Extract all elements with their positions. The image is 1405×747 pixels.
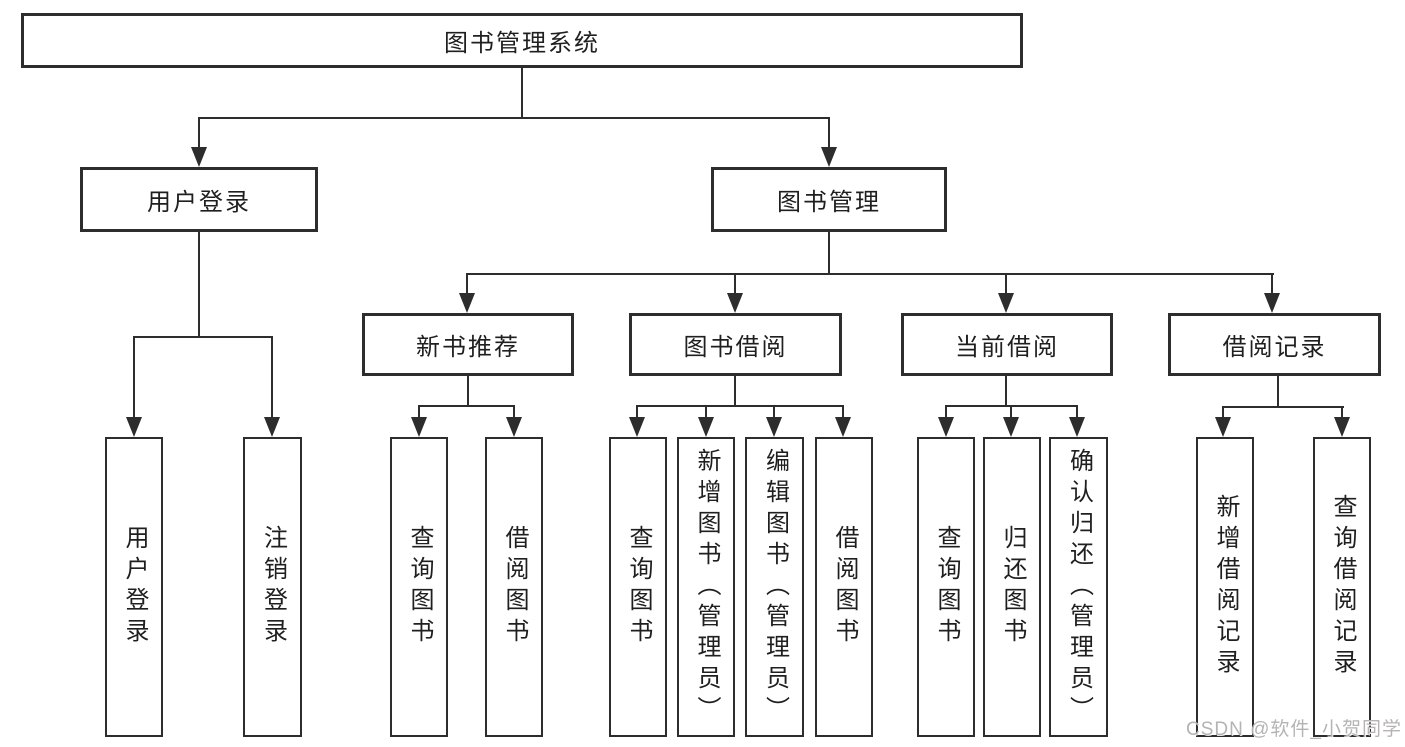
node-current-borrowing: 当前借阅 (901, 313, 1113, 376)
node-new-book-recommendation: 新书推荐 (362, 313, 574, 376)
connector-leaf (945, 405, 947, 427)
connector-leaf (636, 405, 638, 427)
connector-current-borrowing-stub (1005, 376, 1007, 405)
connector-to-current-borrowing (1005, 273, 1007, 303)
leaf-logout: 注销登录 (243, 437, 302, 737)
leaf-query-books-recommend: 查询图书 (390, 437, 448, 737)
arrow-down (411, 417, 427, 437)
connector-to-book-management (828, 117, 830, 157)
connector-to-leaf-user-login (133, 336, 135, 426)
connector-leaf (1341, 406, 1343, 427)
leaf-query-borrow-record: 查询借阅记录 (1313, 437, 1371, 737)
connector-user-login-stub (198, 232, 200, 336)
connector-leaf (773, 405, 775, 427)
node-user-login: 用户登录 (80, 167, 318, 232)
arrow-down (1264, 293, 1280, 313)
connector-leaf (1010, 405, 1012, 427)
connector-user-login-split (133, 336, 273, 338)
leaf-borrow-books-recommend: 借阅图书 (485, 437, 543, 737)
leaf-query-books-borrowing: 查询图书 (609, 437, 667, 737)
connector-borrow-records-stub (1277, 376, 1279, 406)
arrow-down (938, 417, 954, 437)
connector-leaf (1076, 405, 1078, 427)
arrow-down (835, 417, 851, 437)
arrow-down (1003, 417, 1019, 437)
arrow-down (1069, 417, 1085, 437)
connector-to-leaf-logout (271, 336, 273, 426)
connector-leaf (842, 405, 844, 427)
connector-book-borrowing-split (636, 405, 844, 407)
connector-level3-split (466, 273, 1274, 275)
leaf-add-books-admin: 新增图书（管理员） (677, 437, 735, 737)
leaf-confirm-return-admin: 确认归还（管理员） (1049, 437, 1108, 737)
leaf-add-borrow-record: 新增借阅记录 (1196, 437, 1254, 737)
connector-leaf (705, 405, 707, 427)
arrow-down (698, 417, 714, 437)
leaf-edit-books-admin: 编辑图书（管理员） (745, 437, 804, 737)
connector-borrow-records-split (1222, 406, 1344, 408)
connector-leaf (1222, 406, 1224, 427)
arrow-down (1334, 417, 1350, 437)
connector-new-books-stub (467, 376, 469, 405)
arrow-down (766, 417, 782, 437)
node-book-borrowing: 图书借阅 (629, 313, 842, 376)
connector-book-borrowing-stub (734, 376, 736, 405)
node-book-management: 图书管理 (711, 167, 947, 232)
arrow-down (126, 417, 142, 437)
leaf-return-books: 归还图书 (983, 437, 1041, 737)
arrow-down (459, 293, 475, 313)
arrow-down (727, 293, 743, 313)
arrow-down (1215, 417, 1231, 437)
node-borrowing-records: 借阅记录 (1168, 313, 1381, 376)
connector-to-user-login (198, 117, 200, 157)
leaf-user-login: 用户登录 (105, 437, 163, 737)
leaf-borrow-books: 借阅图书 (815, 437, 873, 737)
connector-to-book-borrowing (734, 273, 736, 303)
csdn-watermark: CSDN @软件_小贺同学 (1186, 719, 1402, 740)
leaf-query-books-current: 查询图书 (917, 437, 975, 737)
arrow-down (998, 293, 1014, 313)
connector-to-new-books (466, 273, 468, 303)
connector-book-management-stub (828, 232, 830, 273)
arrow-down (506, 417, 522, 437)
arrow-down (264, 417, 280, 437)
connector-leaf (513, 405, 515, 427)
connector-root-stub (521, 68, 523, 117)
node-library-system: 图书管理系统 (21, 13, 1023, 68)
connector-level2-split (198, 117, 830, 119)
arrow-down (821, 147, 837, 167)
arrow-down (191, 147, 207, 167)
connector-leaf (418, 405, 420, 427)
arrow-down (629, 417, 645, 437)
connector-new-books-split (418, 405, 515, 407)
connector-to-borrow-records (1271, 273, 1273, 303)
